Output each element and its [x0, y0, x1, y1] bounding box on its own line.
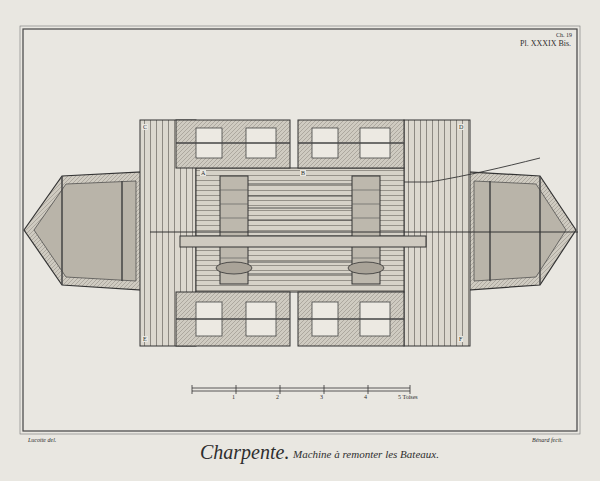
callout-letter: D [458, 124, 464, 130]
callout-letter: B [300, 170, 306, 176]
draughtsman-credit: Lucotte del. [28, 437, 56, 443]
scale-number: 2 [276, 394, 279, 400]
plate-caption: Machine à remonter les Bateaux. [293, 449, 439, 460]
callout-letter: E [142, 336, 148, 342]
callout-letter: C [142, 124, 148, 130]
plate-number: Pl. XXXIX Bis. [520, 40, 571, 48]
engraver-credit: Bénard fecit. [532, 437, 563, 443]
callout-letter: F [458, 336, 463, 342]
callout-letter: A [200, 170, 206, 176]
scale-number: 1 [232, 394, 235, 400]
scale-number: 3 [320, 394, 323, 400]
plate-title: Charpente. [200, 442, 289, 462]
scale-number: 4 [364, 394, 367, 400]
page-mark: Ch. 19 [556, 32, 572, 38]
scale-number: 5 Toises [398, 394, 418, 400]
